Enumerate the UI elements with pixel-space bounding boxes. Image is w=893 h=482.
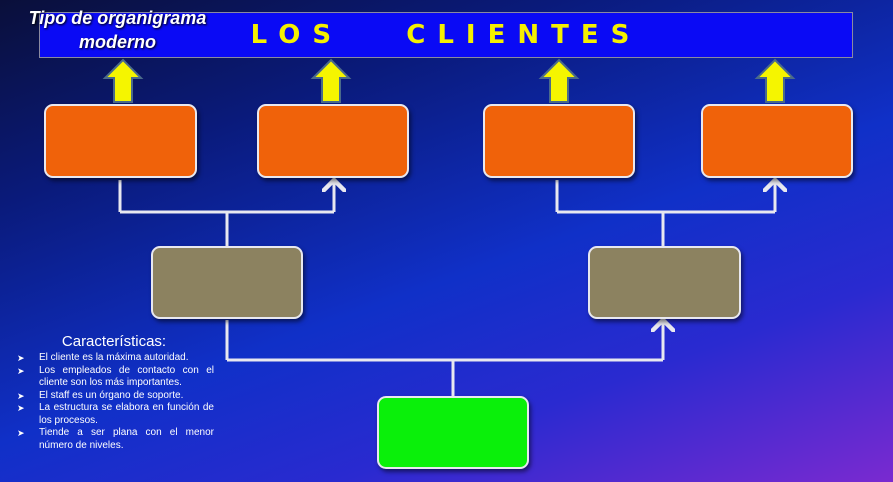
list-item: El cliente es la máxima autoridad. (14, 352, 214, 365)
list-item: Los empleados de contacto con el cliente… (14, 365, 214, 390)
clients-banner: LOS CLIENTES (39, 12, 853, 58)
yellow-arrow-3 (538, 58, 580, 103)
list-item: Tiende a ser plana con el menor número d… (14, 427, 214, 452)
frontline-box-1 (44, 104, 197, 178)
connector-right (555, 180, 777, 246)
middle-box-2 (588, 246, 741, 319)
yellow-arrow-2 (310, 58, 352, 103)
list-item: El staff es un órgano de soporte. (14, 390, 214, 403)
connector-left (118, 180, 336, 246)
frontline-box-2 (257, 104, 409, 178)
frontline-box-4 (701, 104, 853, 178)
middle-box-1 (151, 246, 303, 319)
banner-title: LOS CLIENTES (250, 20, 642, 50)
slide-subtitle: Tipo de organigrama moderno (28, 8, 207, 52)
connector-bottom (225, 320, 665, 396)
characteristics-panel: Características: El cliente es la máxima… (14, 333, 214, 452)
frontline-box-3 (483, 104, 635, 178)
characteristics-heading: Características: (61, 333, 167, 350)
list-item: La estructura se elabora en función de l… (14, 402, 214, 427)
top-management-box (377, 396, 529, 469)
yellow-arrow-4 (754, 58, 796, 103)
yellow-arrow-1 (102, 58, 144, 103)
